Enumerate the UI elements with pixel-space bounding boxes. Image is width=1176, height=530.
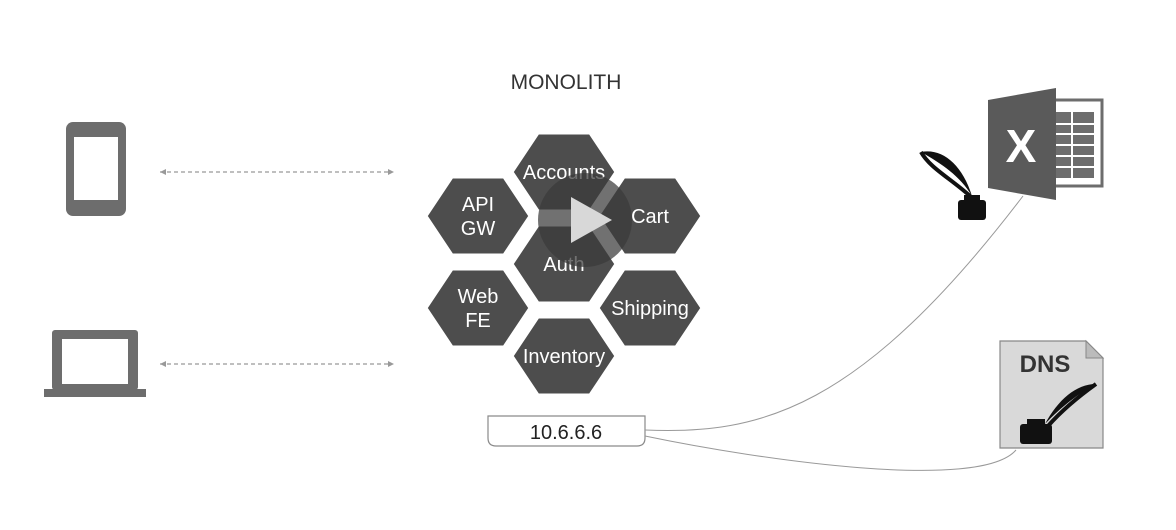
spreadsheet-connector <box>644 195 1024 432</box>
dns-label: DNS <box>1020 351 1071 378</box>
service-label-inventory: Inventory <box>523 346 605 368</box>
play-icon[interactable] <box>538 173 632 267</box>
service-hex-api-gw <box>424 175 532 257</box>
smartphone-icon <box>66 122 126 216</box>
spreadsheet-letter: X <box>1006 120 1037 172</box>
ip-address-label: 10.6.6.6 <box>530 422 602 444</box>
service-label-web-fe: FE <box>465 310 491 332</box>
laptop-icon <box>44 330 146 397</box>
dns-file-icon: DNS <box>999 339 1105 449</box>
service-label-api-gw: API <box>462 194 494 216</box>
ip-address-tab: 10.6.6.6 <box>487 415 646 447</box>
diagram-title: MONOLITH <box>511 71 622 94</box>
service-hex-inventory <box>510 315 618 397</box>
service-hex-shipping <box>596 267 704 349</box>
service-hex-cluster: AccountsAPIGWCartAuthWebFEShippingInvent… <box>424 131 704 397</box>
service-label-shipping: Shipping <box>611 298 689 320</box>
service-label-cart: Cart <box>631 206 669 228</box>
quill-ink-icon <box>919 150 986 220</box>
service-hex-web-fe <box>424 267 532 349</box>
spreadsheet-icon: X <box>988 88 1104 200</box>
quill-ink-icon <box>1020 382 1098 444</box>
dns-connector <box>644 435 1017 471</box>
laptop-connector <box>160 361 394 367</box>
phone-connector <box>160 169 394 175</box>
service-label-api-gw: GW <box>461 218 496 240</box>
service-label-web-fe: Web <box>458 286 499 308</box>
